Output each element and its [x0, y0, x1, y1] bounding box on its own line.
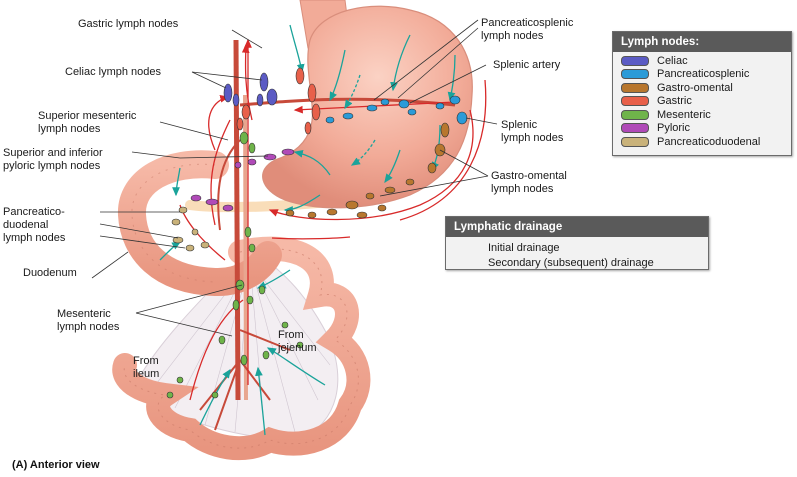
legend-swatch	[621, 96, 649, 107]
legend-swatch	[621, 109, 649, 120]
legend-item-label: Pancreaticoduodenal	[657, 135, 761, 148]
initial-drainage-arrows	[159, 24, 456, 436]
legend-swatch	[621, 123, 649, 134]
legend-item-label: Gastro-omental	[657, 81, 733, 94]
lymph-nodes-legend-title: Lymph nodes:	[613, 32, 791, 52]
legend-item-label: Gastric	[657, 95, 692, 108]
legend-item: Pancreaticoduodenal	[613, 135, 791, 149]
label-pancreaticoduodenal-line3: lymph nodes	[3, 232, 66, 244]
legend-swatch	[621, 69, 649, 80]
legend-swatch	[621, 136, 649, 147]
lymph-node-clusters	[166, 67, 468, 399]
label-superior-mesenteric-line1: Superior mesenteric	[38, 110, 137, 122]
legend-item: Mesenteric	[613, 108, 791, 122]
lymphatic-drainage-legend-title: Lymphatic drainage	[446, 217, 708, 237]
label-gastro-omental-line1: Gastro-omental	[491, 170, 567, 182]
legend-item: Celiac	[613, 54, 791, 68]
legend-item: Pyloric	[613, 122, 791, 136]
legend-item: Gastric	[613, 95, 791, 109]
label-sup-inf-pyloric-line2: pyloric lymph nodes	[3, 160, 101, 172]
label-gastric-lymph-nodes: Gastric lymph nodes	[78, 18, 179, 30]
label-celiac-lymph-nodes: Celiac lymph nodes	[65, 66, 161, 78]
legend-item: Gastro-omental	[613, 81, 791, 95]
label-pancreaticosplenic-line1: Pancreaticosplenic	[481, 17, 574, 29]
label-pancreaticoduodenal-line1: Pancreatico-	[3, 206, 65, 218]
pancreaticoduodenal-nodes	[171, 206, 210, 252]
label-from-jejenum-line2: jejenum	[278, 342, 317, 354]
legend-item: Pancreaticosplenic	[613, 68, 791, 82]
label-duodenum: Duodenum	[23, 267, 77, 279]
legend-swatch	[621, 82, 649, 93]
drainage-item: Initial drainage	[446, 240, 708, 255]
pyloric-nodes	[190, 148, 295, 212]
label-sup-inf-pyloric-line1: Superior and inferior	[3, 147, 103, 159]
legend-item-label: Pyloric	[657, 122, 691, 135]
drainage-item: Secondary (subsequent) drainage	[446, 255, 708, 270]
label-splenic-lymph-line1: Splenic	[501, 119, 538, 131]
legend-item-label: Mesenteric	[657, 108, 711, 121]
label-splenic-artery: Splenic artery	[493, 59, 561, 71]
label-pancreaticoduodenal-line2: duodenal	[3, 219, 49, 231]
figure-caption: (A) Anterior view	[12, 459, 100, 471]
legend-swatch	[621, 55, 649, 66]
drainage-item-label: Secondary (subsequent) drainage	[488, 256, 654, 269]
legend-item-label: Pancreaticosplenic	[657, 68, 750, 81]
gastric-nodes	[236, 67, 321, 135]
label-superior-mesenteric-line2: lymph nodes	[38, 123, 101, 135]
label-splenic-lymph-line2: lymph nodes	[501, 132, 564, 144]
drainage-item-label: Initial drainage	[488, 241, 560, 254]
celiac-nodes	[223, 72, 278, 107]
label-pancreaticosplenic-line2: lymph nodes	[481, 30, 544, 42]
leader-lines	[91, 19, 498, 337]
secondary-drainage-arrows	[179, 38, 487, 401]
label-mesenteric-line1: Mesenteric	[57, 308, 111, 320]
label-from-jejenum-line1: From	[278, 329, 304, 341]
legend-item-label: Celiac	[657, 54, 688, 67]
mesenteric-nodes	[166, 131, 304, 399]
label-mesenteric-line2: lymph nodes	[57, 321, 120, 333]
label-from-ileum-line1: From	[133, 355, 159, 367]
gastro-omental-nodes	[285, 122, 450, 219]
label-gastro-omental-line2: lymph nodes	[491, 183, 554, 195]
pancreaticosplenic-nodes	[325, 95, 468, 125]
label-from-ileum-line2: ileum	[133, 368, 160, 380]
